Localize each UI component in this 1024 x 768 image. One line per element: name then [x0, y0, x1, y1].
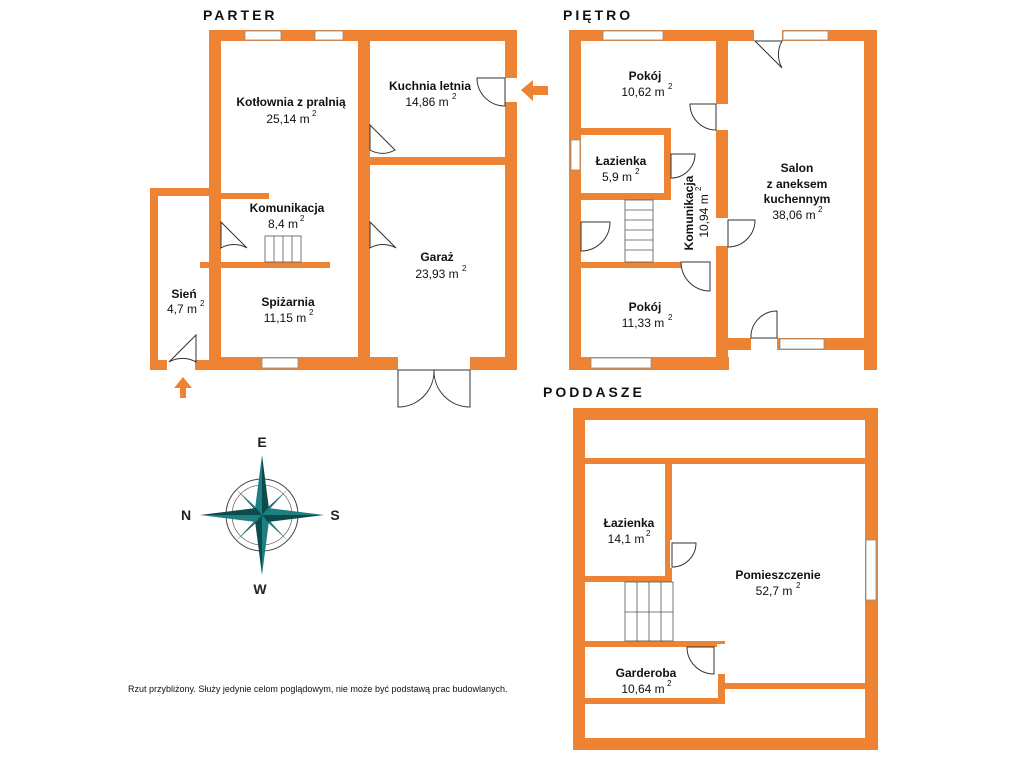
- room-spizarnia: Spiżarnia 11,15 m 2: [261, 295, 315, 325]
- unit-superscript: 2: [452, 92, 457, 101]
- room-area: 4,7 m: [167, 302, 197, 316]
- unit-superscript: 2: [300, 214, 305, 223]
- room-name: Salon: [781, 161, 814, 175]
- room-name: Pokój: [629, 69, 662, 83]
- room-pomieszczenie: Pomieszczenie 52,7 m 2: [735, 568, 821, 598]
- poddasze-title: PODDASZE: [543, 384, 645, 400]
- room-kuchnia-letnia: Kuchnia letnia 14,86 m 2: [389, 79, 471, 109]
- room-name: Pokój: [629, 300, 662, 314]
- unit-superscript: 2: [668, 82, 673, 91]
- compass-label-n: N: [181, 507, 191, 523]
- pietro-doors: [580, 40, 783, 339]
- room-salon: Salon z aneksem kuchennym 38,06 m 2: [764, 161, 831, 222]
- room-name: Sień: [171, 287, 196, 301]
- room-name: Łazienka: [604, 516, 655, 530]
- unit-superscript: 2: [309, 308, 314, 317]
- unit-superscript: 2: [635, 167, 640, 176]
- room-garderoba: Garderoba 10,64 m 2: [616, 666, 677, 696]
- disclaimer-note: Rzut przybliżony. Służy jedynie celom po…: [128, 684, 508, 694]
- room-area: 38,06 m: [772, 208, 815, 222]
- poddasze-doors: [671, 542, 715, 675]
- unit-superscript: 2: [796, 581, 801, 590]
- entrance-arrow-icon: [174, 377, 192, 398]
- room-pokoj-1: Pokój 10,62 m 2: [621, 69, 673, 99]
- pietro-title: PIĘTRO: [563, 7, 633, 23]
- room-area: 25,14 m: [266, 112, 309, 126]
- room-name: Komunikacja: [250, 201, 325, 215]
- room-lazienka-pietro: Łazienka 5,9 m 2: [596, 154, 647, 184]
- compass-label-w: W: [253, 581, 267, 597]
- room-area: 14,1 m: [608, 532, 645, 546]
- room-name: Garaż: [420, 250, 453, 264]
- pietro-walls: [569, 30, 877, 370]
- room-area: 11,15 m: [264, 311, 306, 325]
- entrance-arrow-icon: [521, 80, 548, 101]
- room-name: Komunikacja: [682, 175, 696, 250]
- pietro-plan: PIĘTRO: [563, 7, 877, 370]
- unit-superscript: 2: [200, 299, 205, 308]
- room-pokoj-2: Pokój 11,33 m 2: [622, 300, 673, 330]
- pietro-windows: [570, 28, 829, 369]
- parter-windows: [167, 30, 518, 372]
- room-name: kuchennym: [764, 192, 831, 206]
- room-name: Pomieszczenie: [735, 568, 821, 582]
- room-area: 10,62 m: [621, 85, 664, 99]
- room-lazienka-poddasze: Łazienka 14,1 m 2: [604, 516, 655, 546]
- room-komunikacja: Komunikacja 8,4 m 2: [250, 201, 325, 231]
- room-area: 10,64 m: [621, 682, 664, 696]
- room-area: 10,94 m: [697, 194, 711, 237]
- compass-label-s: S: [330, 507, 339, 523]
- room-area: 52,7 m: [756, 584, 793, 598]
- room-garaz: Garaż 23,93 m 2: [415, 250, 467, 281]
- room-area: 5,9 m: [602, 170, 632, 184]
- room-name: Garderoba: [616, 666, 677, 680]
- room-komunikacja-pietro: Komunikacja 10,94 m 2: [682, 175, 711, 250]
- room-area: 8,4 m: [268, 217, 298, 231]
- parter-title: PARTER: [203, 7, 278, 23]
- unit-superscript: 2: [646, 529, 651, 538]
- poddasze-windows: [670, 539, 877, 674]
- unit-superscript: 2: [462, 264, 467, 273]
- poddasze-walls: [573, 408, 878, 750]
- unit-superscript: 2: [312, 109, 317, 118]
- room-name: Łazienka: [596, 154, 647, 168]
- room-area: 23,93 m: [415, 267, 458, 281]
- poddasze-stairs: [624, 581, 674, 642]
- compass-rose-icon: E N S W: [181, 434, 340, 597]
- parter-stairs: [264, 235, 302, 263]
- pietro-stairs: [624, 199, 654, 263]
- unit-superscript: 2: [667, 679, 672, 688]
- room-name: z aneksem: [767, 177, 828, 191]
- poddasze-plan: PODDASZE: [543, 384, 878, 750]
- unit-superscript: 2: [818, 205, 823, 214]
- unit-superscript: 2: [694, 186, 703, 191]
- unit-superscript: 2: [668, 313, 673, 322]
- room-name: Kotłownia z pralnią: [236, 95, 346, 109]
- room-kotlownia: Kotłownia z pralnią 25,14 m 2: [236, 95, 346, 126]
- parter-plan: PARTER: [150, 7, 548, 408]
- room-name: Spiżarnia: [261, 295, 315, 309]
- room-area: 14,86 m: [405, 95, 448, 109]
- parter-doors: [168, 77, 506, 408]
- room-sien: Sień 4,7 m 2: [167, 287, 205, 316]
- room-name: Kuchnia letnia: [389, 79, 471, 93]
- compass-label-e: E: [257, 434, 266, 450]
- room-area: 11,33 m: [622, 316, 664, 330]
